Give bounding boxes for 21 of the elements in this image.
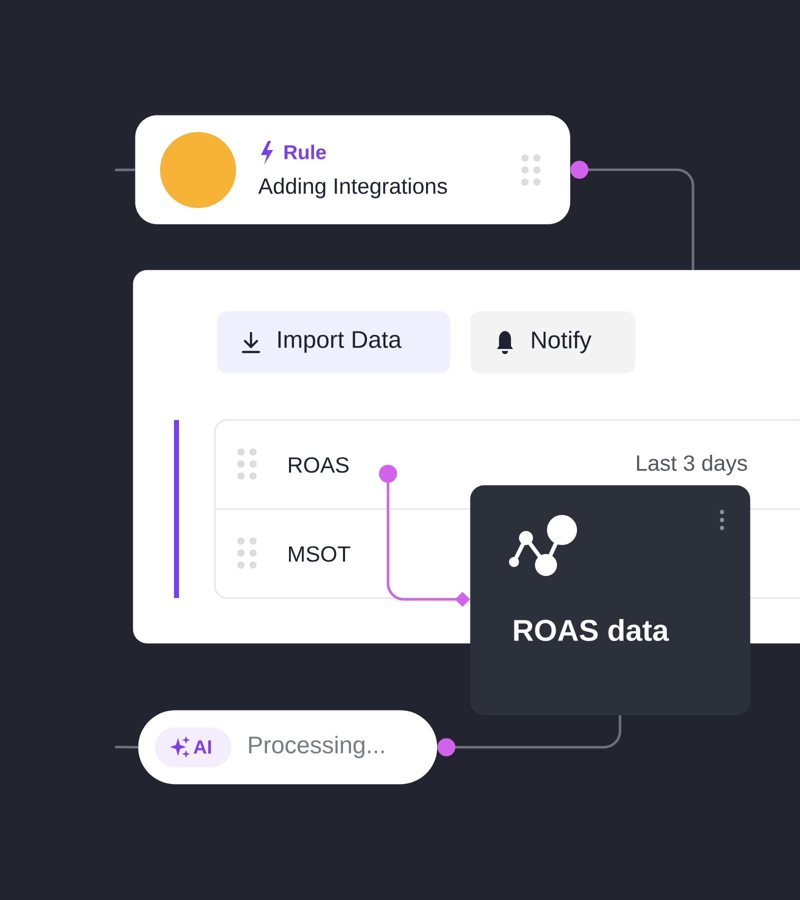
connector	[570, 160, 694, 270]
connector	[437, 715, 622, 756]
rule-card	[135, 115, 570, 224]
label: Notify	[532, 330, 592, 354]
label: ROAS	[289, 457, 349, 473]
notify-button	[470, 311, 636, 374]
label: Processing...	[249, 736, 384, 758]
connector	[114, 168, 136, 172]
table-row	[237, 448, 747, 480]
import-button	[217, 311, 450, 374]
table-row	[237, 537, 350, 569]
label: Import Data	[278, 331, 402, 353]
label: MSOT	[289, 546, 350, 562]
label: Adding Integrations	[258, 178, 447, 198]
ai-badge	[155, 727, 232, 768]
label: Last 3 days	[637, 454, 747, 476]
label: AI	[194, 740, 211, 754]
label: Rule	[284, 144, 326, 160]
data-source-card	[470, 485, 750, 716]
connector	[114, 746, 138, 748]
label: ROAS data	[514, 619, 670, 642]
